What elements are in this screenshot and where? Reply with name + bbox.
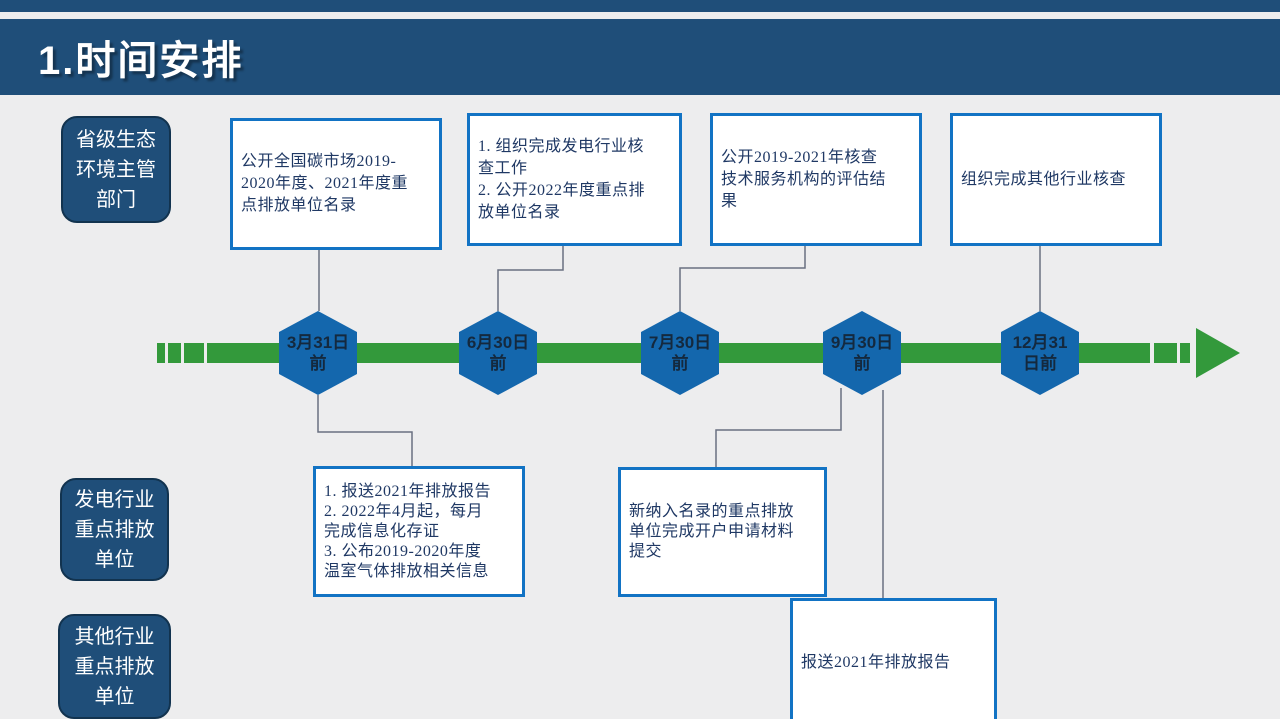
page-title: 1.时间安排 bbox=[38, 39, 244, 83]
milestone-hex-sep30: 9月30日 前 bbox=[823, 311, 901, 395]
milestone-date: 9月30日 前 bbox=[830, 333, 894, 373]
timeline-dash bbox=[157, 343, 165, 363]
milestone-date: 12月31 日前 bbox=[1012, 333, 1068, 373]
callout-text: 组织完成其他行业核查 bbox=[961, 170, 1127, 188]
header-bar: 1.时间安排 bbox=[0, 19, 1280, 95]
milestone-date: 7月30日 前 bbox=[648, 333, 712, 373]
timeline-dash bbox=[168, 343, 181, 363]
timeline-arrow-icon bbox=[1196, 328, 1240, 378]
milestone-date: 3月31日 前 bbox=[286, 333, 350, 373]
callout-text: 公开2019-2021年核查 技术服务机构的评估结 果 bbox=[721, 148, 887, 210]
lane-label-power-generation-units: 发电行业 重点排放 单位 bbox=[60, 478, 169, 581]
lane-label-provincial-authority: 省级生态 环境主管 部门 bbox=[61, 116, 171, 223]
timeline-dash bbox=[1180, 343, 1190, 363]
timeline-dash bbox=[1154, 343, 1177, 363]
callout-bottom-new-units-account: 新纳入名录的重点排放 单位完成开户申请材料 提交 bbox=[618, 467, 827, 597]
milestone-hex-mar31: 3月31日 前 bbox=[279, 311, 357, 395]
timeline-dash bbox=[184, 343, 204, 363]
milestone-date: 6月30日 前 bbox=[466, 333, 530, 373]
callout-text: 新纳入名录的重点排放 单位完成开户申请材料 提交 bbox=[629, 503, 795, 560]
milestone-hex-jul30: 7月30日 前 bbox=[641, 311, 719, 395]
callout-text: 报送2021年排放报告 bbox=[801, 653, 951, 671]
callout-text: 1. 报送2021年排放报告 2. 2022年4月起，每月 完成信息化存证 3.… bbox=[324, 482, 492, 580]
callout-text: 公开全国碳市场2019- 2020年度、2021年度重 点排放单位名录 bbox=[241, 153, 409, 214]
callout-top-carbon-market-list: 公开全国碳市场2019- 2020年度、2021年度重 点排放单位名录 bbox=[230, 118, 442, 250]
callout-top-other-industry-verification: 组织完成其他行业核查 bbox=[950, 113, 1162, 246]
milestone-hex-dec31: 12月31 日前 bbox=[1001, 311, 1079, 395]
milestone-hex-jun30: 6月30日 前 bbox=[459, 311, 537, 395]
callout-top-agency-evaluation: 公开2019-2021年核查 技术服务机构的评估结 果 bbox=[710, 113, 922, 246]
callout-text: 1. 组织完成发电行业核 查工作 2. 公开2022年度重点排 放单位名录 bbox=[478, 137, 646, 221]
lane-label-other-industry-units: 其他行业 重点排放 单位 bbox=[58, 614, 171, 719]
top-accent-bar bbox=[0, 0, 1280, 12]
callout-top-power-verification: 1. 组织完成发电行业核 查工作 2. 公开2022年度重点排 放单位名录 bbox=[467, 113, 682, 246]
callout-bottom-power-reporting: 1. 报送2021年排放报告 2. 2022年4月起，每月 完成信息化存证 3.… bbox=[313, 466, 525, 597]
callout-bottom-other-industry-report: 报送2021年排放报告 bbox=[790, 598, 997, 719]
